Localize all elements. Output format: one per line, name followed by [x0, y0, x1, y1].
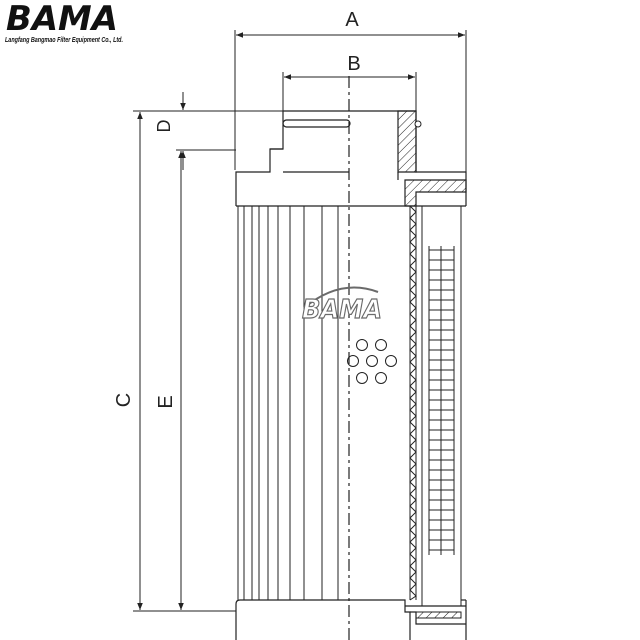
dimension-d-label: D: [154, 120, 174, 133]
dimension-b: B: [282, 53, 417, 112]
logo-brand-text: BAMA: [6, 0, 118, 39]
company-logo: BAMA Langfang Bangmao Filter Equipment C…: [5, 0, 123, 44]
bottom-section-hatch: [415, 611, 462, 619]
watermark-logo: BAMA: [301, 286, 383, 326]
dimension-e-label: E: [155, 395, 177, 408]
inner-core: [421, 206, 462, 606]
end-cap-top: [235, 110, 467, 207]
dimension-c-label: C: [113, 393, 135, 407]
dimension-b-label: B: [347, 53, 360, 75]
pleat-section: [409, 205, 417, 601]
pleated-media: [237, 206, 339, 600]
perforation-holes: [347, 339, 397, 384]
dimension-d: D: [154, 92, 186, 170]
seal-ring: [414, 120, 422, 128]
dimension-a-label: A: [345, 9, 359, 31]
dimension-e: E: [155, 151, 184, 610]
end-cap-bottom: [235, 599, 467, 640]
cap-flange-hatch: [404, 179, 467, 207]
watermark-text: BAMA: [302, 295, 382, 325]
logo-company-text: Langfang Bangmao Filter Equipment Co., L…: [5, 35, 123, 44]
dimension-a: A: [234, 9, 467, 190]
cap-section-hatch: [397, 110, 417, 173]
dimension-c: C: [113, 112, 143, 610]
